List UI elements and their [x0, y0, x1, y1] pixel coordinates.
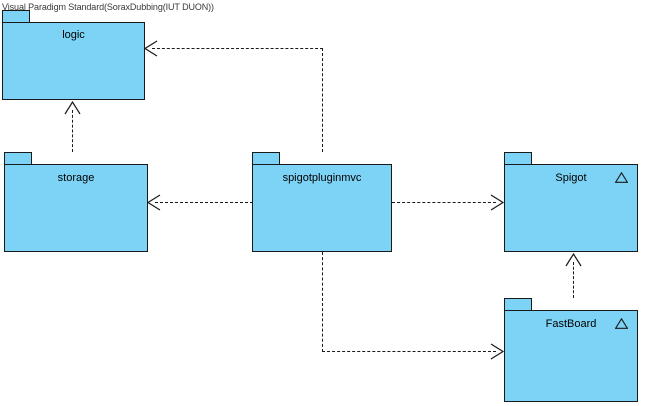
connector-spigotpluginmvc-to-storage-horizontal: [155, 202, 253, 203]
package-body-fastboard: [504, 310, 638, 402]
package-label-spigot: Spigot: [555, 172, 587, 184]
connector-spigotpluginmvc-to-fastboard-vertical: [322, 252, 323, 352]
connector-spigotpluginmvc-to-spigot-horizontal: [392, 202, 496, 203]
arrowhead-logic-from-storage: [64, 100, 81, 115]
package-fastboard[interactable]: FastBoard: [504, 298, 638, 402]
package-tab-spigotpluginmvc: [252, 152, 280, 165]
arrowhead-storage: [146, 194, 161, 211]
package-label-fastboard: FastBoard: [545, 318, 597, 330]
package-body-storage: [4, 164, 148, 252]
triangle-icon: [615, 172, 628, 183]
package-spigotpluginmvc[interactable]: spigotpluginmvc: [252, 152, 392, 252]
package-label-spigotpluginmvc: spigotpluginmvc: [282, 172, 362, 184]
package-label-logic: logic: [62, 29, 85, 41]
arrowhead-spigot: [490, 194, 505, 211]
package-tab-spigot: [504, 152, 532, 165]
arrowhead-logic: [143, 40, 158, 57]
package-logic[interactable]: logic: [2, 10, 145, 100]
connector-fastboard-to-spigot-vertical: [573, 262, 574, 298]
connector-spigotpluginmvc-to-fastboard-horizontal: [322, 351, 496, 352]
package-tab-logic: [2, 10, 30, 23]
package-spigot[interactable]: Spigot: [504, 152, 638, 252]
package-label-storage: storage: [57, 172, 95, 184]
arrowhead-spigot-from-fastboard: [565, 252, 582, 267]
package-body-spigot: [504, 164, 638, 252]
package-tab-storage: [4, 152, 32, 165]
connector-storage-to-logic-vertical: [72, 110, 73, 152]
triangle-icon: [615, 318, 628, 329]
watermark-label: Visual Paradigm Standard(SoraxDubbing(IU…: [2, 2, 214, 12]
package-body-logic: [2, 22, 145, 100]
connector-spigotpluginmvc-to-logic-vertical: [322, 48, 323, 152]
arrowhead-fastboard: [490, 343, 505, 360]
package-tab-fastboard: [504, 298, 532, 311]
package-body-spigotpluginmvc: [252, 164, 392, 252]
package-storage[interactable]: storage: [4, 152, 148, 252]
connector-spigotpluginmvc-to-logic-horizontal: [152, 48, 323, 49]
